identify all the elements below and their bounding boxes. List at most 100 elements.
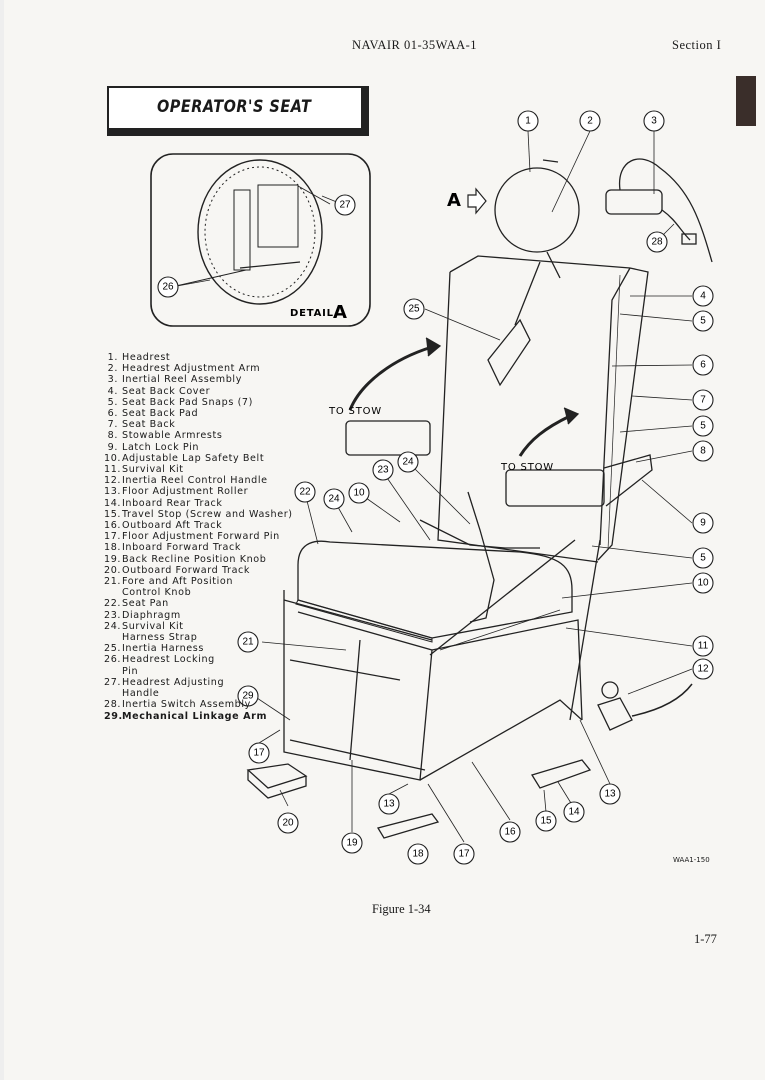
to-stow-label-right: TO STOW (500, 462, 554, 473)
legend-item-text: Inertia Switch Assembly (122, 699, 251, 711)
svg-text:13: 13 (383, 799, 395, 810)
svg-text:16: 16 (504, 827, 516, 838)
callout-27: 27 (334, 194, 356, 216)
callout-19: 19 (341, 832, 363, 854)
legend-item-text: Outboard Aft Track (122, 520, 223, 532)
svg-text:22: 22 (299, 487, 311, 498)
callout-14: 14 (563, 801, 585, 823)
callout-17b: 17 (453, 843, 475, 865)
legend-item: Control Knob (104, 587, 294, 598)
legend-item-number: 26. (104, 654, 122, 666)
legend-item: 4.Seat Back Cover (104, 386, 294, 397)
view-letter: A (447, 190, 461, 211)
legend-item-number (104, 666, 118, 677)
callout-24a: 24 (397, 451, 419, 473)
callout-10b: 10 (348, 482, 370, 504)
svg-text:5: 5 (700, 421, 706, 432)
svg-text:17: 17 (458, 849, 470, 860)
callout-11: 11 (692, 635, 714, 657)
legend-item: 14.Inboard Rear Track (104, 498, 294, 509)
legend-item-text: Stowable Armrests (122, 430, 223, 442)
svg-text:15: 15 (540, 816, 552, 827)
legend-item-number: 21. (104, 576, 122, 588)
legend-item-text: Fore and Aft Position (122, 576, 234, 588)
legend-item-number (104, 587, 118, 598)
svg-text:9: 9 (700, 518, 706, 529)
callout-22: 22 (294, 481, 316, 503)
legend-item: 7.Seat Back (104, 419, 294, 430)
legend-item: 9.Latch Lock Pin (104, 442, 294, 453)
legend-item-number: 10. (104, 452, 122, 464)
svg-text:4: 4 (700, 291, 706, 302)
svg-text:20: 20 (282, 818, 294, 829)
callout-20: 20 (277, 812, 299, 834)
legend-item: 15.Travel Stop (Screw and Washer) (104, 509, 294, 520)
legend-item: 18.Inboard Forward Track (104, 542, 294, 553)
callout-18: 18 (407, 843, 429, 865)
legend-item-number: 6. (107, 408, 118, 420)
svg-text:24: 24 (328, 494, 340, 505)
legend-item-text: Mechanical Linkage Arm (122, 710, 268, 722)
legend-item: 17.Floor Adjustment Forward Pin (104, 531, 294, 542)
to-stow-label-left: TO STOW (328, 406, 382, 417)
callout-2: 2 (579, 110, 601, 132)
legend-item: 26.Headrest Locking (104, 654, 294, 665)
legend-item-number: 14. (104, 497, 122, 509)
section-thumb-tab (736, 76, 756, 126)
legend-item-number: 16. (104, 520, 122, 532)
legend-item: 3.Inertial Reel Assembly (104, 374, 294, 385)
legend-item-number: 27. (104, 676, 122, 688)
svg-text:28: 28 (651, 237, 663, 248)
figure-caption: Figure 1-34 (372, 902, 431, 916)
legend-item-number: 22. (104, 598, 122, 610)
legend-item-text: Survival Kit (122, 620, 184, 632)
detail-letter: A (333, 302, 347, 323)
legend-item-text: Headrest Adjustment Arm (122, 363, 261, 375)
callout-25: 25 (403, 298, 425, 320)
legend-item-number: 29. (104, 710, 123, 722)
svg-text:25: 25 (408, 304, 420, 315)
legend-item: 6. Seat Back Pad (104, 408, 294, 419)
svg-text:14: 14 (568, 807, 580, 818)
legend-item-number: 23. (104, 609, 122, 621)
legend-item-text: Headrest (122, 352, 171, 363)
detail-label: DETAIL (290, 308, 334, 319)
detail-a-inset (150, 153, 371, 327)
svg-text:21: 21 (242, 637, 254, 648)
callout-12: 12 (692, 658, 714, 680)
legend-item: 16.Outboard Aft Track (104, 520, 294, 531)
legend-item-number: 13. (104, 486, 122, 498)
svg-text:23: 23 (377, 465, 389, 476)
callout-5c: 5 (692, 547, 714, 569)
legend-item: 25.Inertia Harness (104, 643, 294, 654)
legend-item: 12.Inertia Reel Control Handle (104, 475, 294, 486)
legend-item: 10.Adjustable Lap Safety Belt (104, 453, 294, 464)
legend-item-number: 7. (107, 419, 118, 431)
legend-item-text: Inboard Forward Track (122, 542, 241, 554)
legend-item: 20.Outboard Forward Track (104, 565, 294, 576)
legend-item-text: Headrest Locking (122, 654, 215, 666)
callout-9: 9 (692, 512, 714, 534)
svg-text:12: 12 (697, 664, 709, 675)
svg-text:3: 3 (651, 116, 657, 127)
legend-item-number: 15. (104, 508, 122, 520)
legend-item-text: Handle (122, 688, 160, 700)
legend-item-text: Seat Back Pad (122, 408, 199, 420)
legend-item-text: Diaphragm (122, 609, 181, 621)
legend-item-text: Pin (122, 665, 139, 677)
legend-item-number: 24. (104, 620, 122, 632)
callout-3: 3 (643, 110, 665, 132)
legend-item: Harness Strap (104, 632, 294, 643)
callout-23: 23 (372, 459, 394, 481)
callout-28: 28 (646, 231, 668, 253)
legend-item: 29.Mechanical Linkage Arm (104, 711, 294, 722)
legend-item-number: 2. (107, 363, 118, 375)
svg-text:13: 13 (604, 789, 616, 800)
legend-item-number: 5. (107, 396, 118, 408)
legend-item: 24.Survival Kit (104, 621, 294, 632)
legend-item: 8.Stowable Armrests (104, 430, 294, 441)
callout-6: 6 (692, 354, 714, 376)
legend-item-text: Inertia Reel Control Handle (122, 475, 268, 487)
svg-text:5: 5 (700, 316, 706, 327)
